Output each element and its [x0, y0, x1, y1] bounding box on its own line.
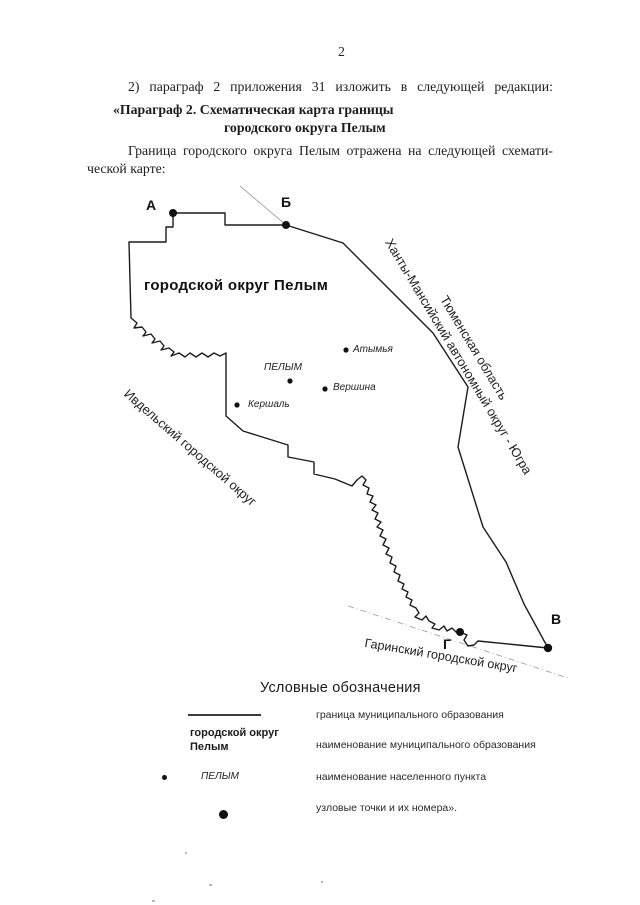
node-point-a-dot	[169, 209, 177, 217]
settlement-label-kershal: Кершаль	[248, 399, 290, 410]
section-heading-line2: городского округа Пелым	[224, 120, 386, 135]
intro-paragraph-2-line1: Граница городского округа Пелым отражена…	[128, 143, 553, 158]
node-point-b-dot	[282, 221, 290, 229]
scan-speck	[152, 900, 155, 902]
node-point-g-dot	[456, 628, 464, 636]
legend-boundary-line-sample	[188, 714, 261, 716]
legend-row3-label: наименование населенного пункта	[316, 771, 487, 783]
scan-speck	[321, 881, 323, 883]
settlement-dot-pelym	[287, 378, 293, 384]
legend-settlement-dot-sample	[162, 775, 167, 780]
node-point-b-label: Б	[281, 194, 292, 210]
legend-title: Условные обозначения	[260, 680, 421, 696]
intro-paragraph-1: 2) параграф 2 приложения 31 изложить в с…	[128, 79, 553, 94]
section-heading-line1: «Параграф 2. Схематическая карта границы	[113, 102, 394, 117]
settlement-dot-atymya	[343, 347, 349, 353]
faint-line-north	[239, 185, 287, 226]
settlement-label-pelym: ПЕЛЫМ	[264, 362, 302, 373]
node-point-v-label: В	[551, 611, 562, 627]
legend-row2-label: наименование муниципального образования	[316, 739, 536, 751]
node-point-v-dot	[543, 643, 553, 653]
scan-speck	[185, 852, 187, 854]
settlement-dot-kershal	[234, 402, 240, 408]
node-point-g-label: Г	[443, 636, 451, 652]
page-number: 2	[338, 44, 345, 59]
legend-district-sample-line2: Пелым	[190, 741, 229, 753]
node-point-a-label: А	[146, 197, 157, 213]
settlement-label-atymya: Атымья	[353, 344, 393, 355]
district-name-label: городской округ Пелым	[144, 277, 329, 294]
legend-settlement-name-sample: ПЕЛЫМ	[201, 771, 239, 782]
settlement-dot-vershina	[322, 386, 328, 392]
scan-speck	[209, 884, 212, 886]
legend-district-sample-line1: городской округ	[190, 727, 279, 739]
intro-paragraph-2-line2: ческой карте:	[87, 161, 166, 176]
settlement-label-vershina: Вершина	[333, 382, 376, 393]
legend-node-dot-sample	[219, 810, 228, 819]
legend-row4-label: узловые точки и их номера».	[316, 802, 458, 814]
legend-row1-label: граница муниципального образования	[316, 709, 504, 721]
